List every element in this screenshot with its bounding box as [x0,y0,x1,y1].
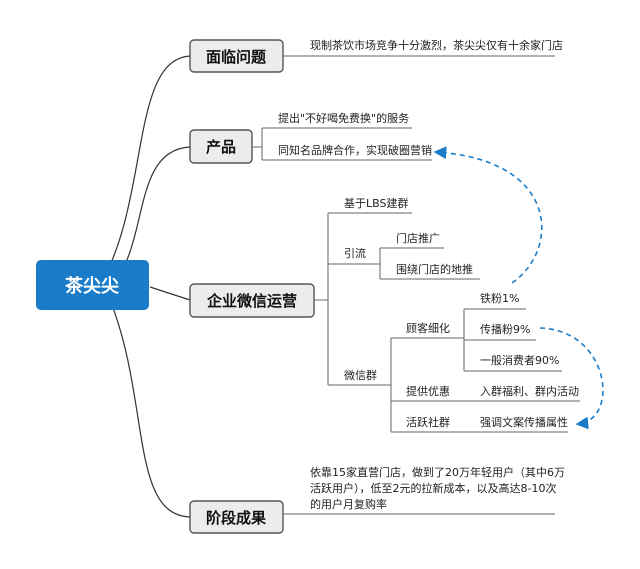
segment-item-1: 铁粉1% [480,292,519,305]
traffic-item-1: 门店推广 [396,231,440,245]
traffic-label: 引流 [344,246,366,260]
result-note-line-1: 依靠15家直营门店，做到了20万年轻用户（其中6万 [310,465,565,479]
node-wechat-label: 企业微信运营 [206,292,297,310]
node-problem-label: 面临问题 [206,48,267,66]
product-item-2: 同知名品牌合作，实现破圈营销 [278,143,432,157]
dashed-arrow-to-active [539,327,604,430]
problem-note: 现制茶饮市场竞争十分激烈，茶尖尖仅有十余家门店 [310,38,563,52]
offer-label: 提供优惠 [406,384,450,398]
branch-line-result [109,299,191,518]
active-item: 强调文案传播属性 [480,415,568,429]
branch-line-problem [99,55,191,286]
segment-label: 顾客细化 [406,321,450,335]
branch-line-wechat [149,286,191,301]
node-product-label: 产品 [206,138,236,156]
wechat-lbs: 基于LBS建群 [344,196,408,210]
offer-item: 入群福利、群内活动 [480,384,579,398]
active-label: 活跃社群 [406,415,450,429]
group-label: 微信群 [344,368,377,382]
root-label: 茶尖尖 [65,275,119,297]
result-note-line-2: 活跃用户），低至2元的拉新成本，以及高达8-10次 [310,481,556,495]
segment-item-3: 一般消费者90% [480,353,559,367]
node-result-label: 阶段成果 [206,509,267,527]
root-node[interactable] [36,260,149,310]
product-item-1: 提出"不好喝免费换"的服务 [278,111,409,125]
result-note-line-3: 的用户月复购率 [310,497,387,511]
dashed-arrow-to-product [433,146,543,284]
traffic-item-2: 围绕门店的地推 [396,262,473,276]
segment-item-2: 传播粉9% [480,322,530,336]
node-result[interactable] [189,500,284,534]
